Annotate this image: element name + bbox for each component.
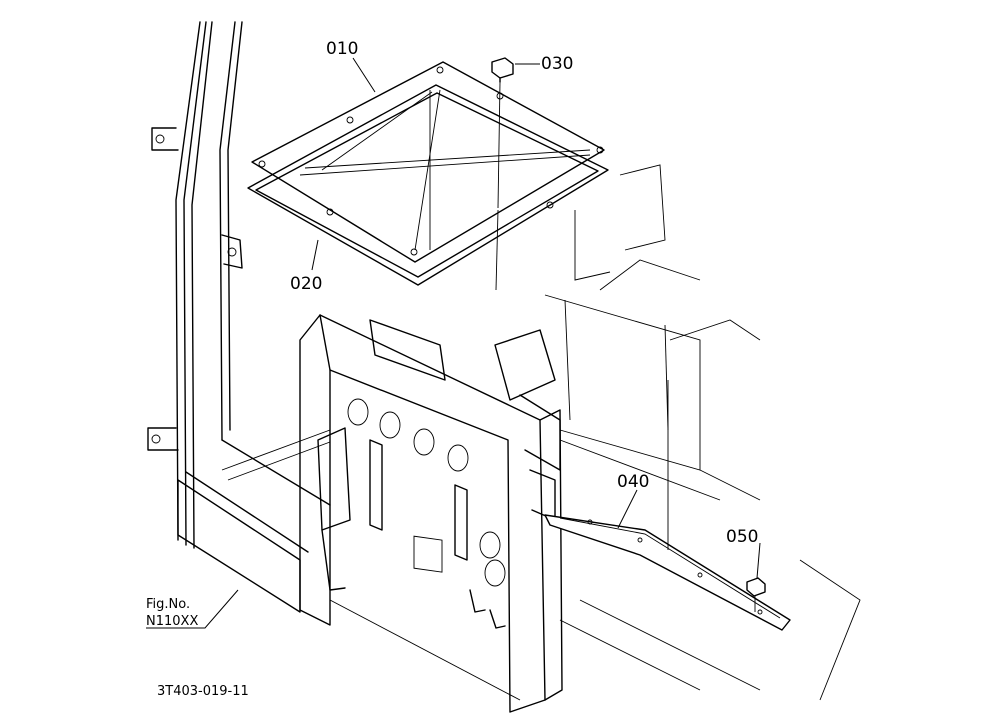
callout-010: 010: [326, 39, 358, 59]
part-040-side-cover: [544, 380, 791, 631]
part-020-gasket: [247, 84, 609, 286]
callout-040: 040: [617, 472, 649, 492]
cab-frame-pillars: [147, 21, 331, 613]
callout-020: 020: [290, 274, 322, 294]
part-010-cover-plate: [251, 61, 605, 263]
figure-ref-label: Fig.No.: [146, 597, 190, 612]
cab-floor-lines: [221, 164, 861, 701]
part-050-bolt: [746, 577, 766, 612]
part-030-bolt: [491, 57, 514, 291]
figure-ref-number: N110XX: [146, 614, 198, 629]
callout-050: 050: [726, 527, 758, 547]
front-support-frame: [299, 314, 563, 713]
drawing-number: 3T403-019-11: [157, 684, 249, 699]
leader-lines: [146, 57, 761, 629]
callout-030: 030: [541, 54, 573, 74]
